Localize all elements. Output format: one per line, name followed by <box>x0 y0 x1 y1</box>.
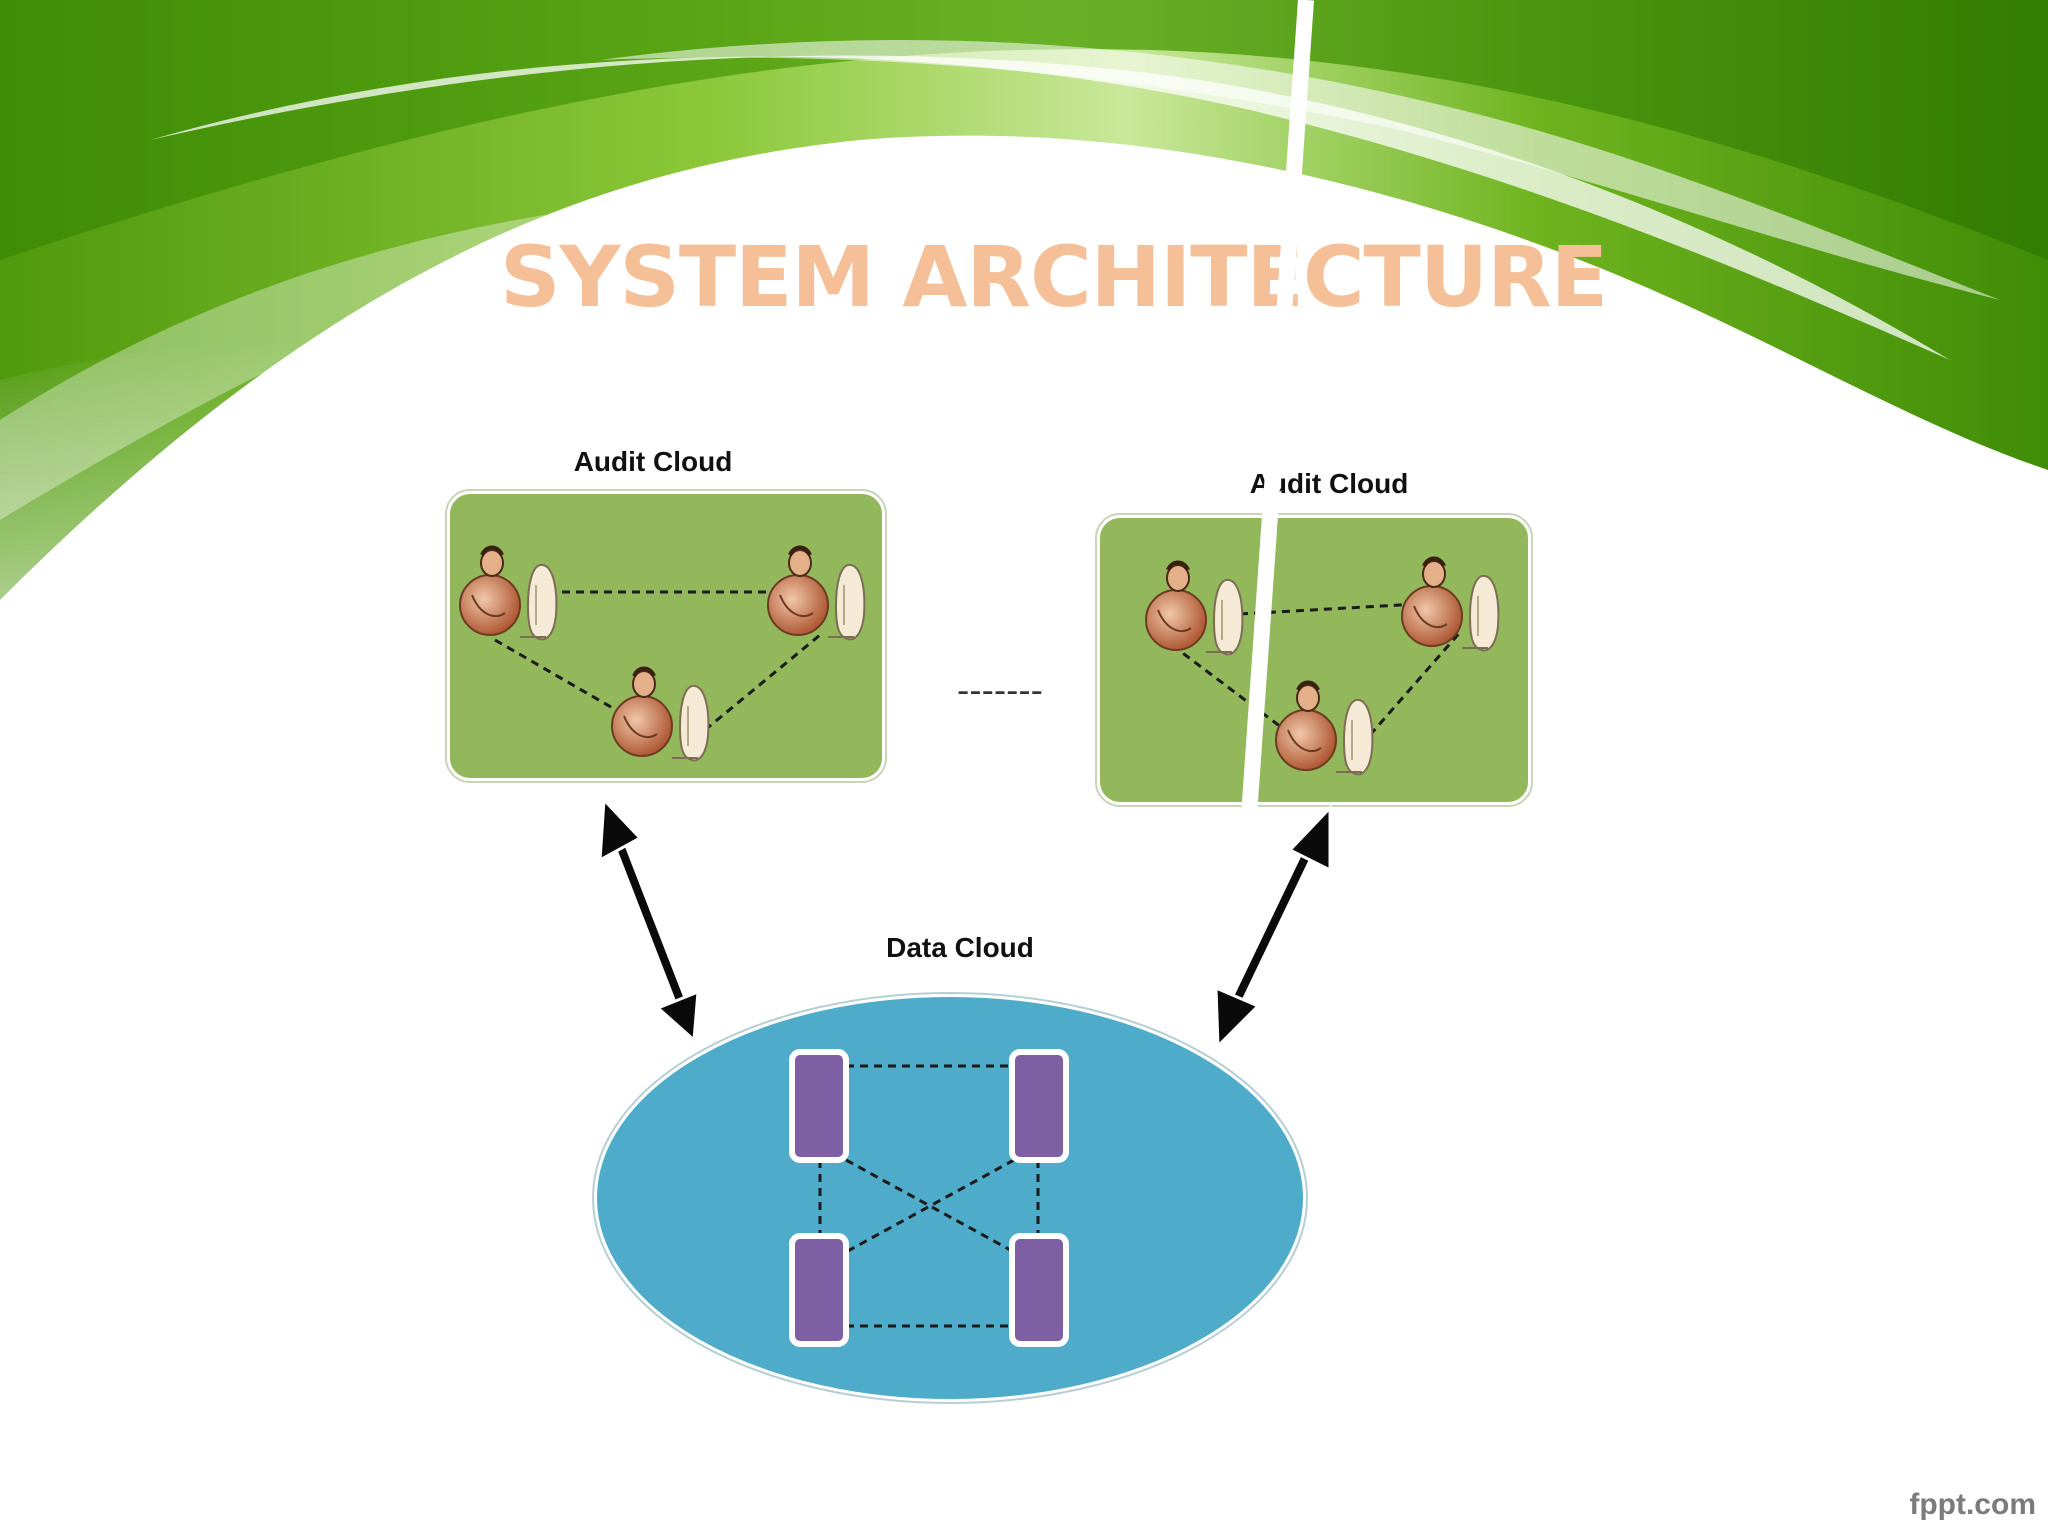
footer-brand: fppt.com <box>1909 1488 2036 1521</box>
storage-node <box>1009 1049 1069 1163</box>
arrow-right-bidirectional <box>1214 0 1332 1050</box>
storage-node <box>1009 1233 1069 1347</box>
storage-node <box>789 1049 849 1163</box>
arrow-left-bidirectional <box>598 796 700 1044</box>
slide-title: SYSTEM ARCHITECTURE <box>500 228 1608 326</box>
data-cloud <box>589 989 1311 1407</box>
audit-cloud-left <box>442 486 890 786</box>
audit-cloud-right <box>1092 510 1536 810</box>
storage-node <box>789 1233 849 1347</box>
ellipsis-connector: ------- <box>957 671 1043 711</box>
audit-cloud-label-left: Audit Cloud <box>574 446 733 477</box>
data-cloud-label: Data Cloud <box>886 932 1034 963</box>
